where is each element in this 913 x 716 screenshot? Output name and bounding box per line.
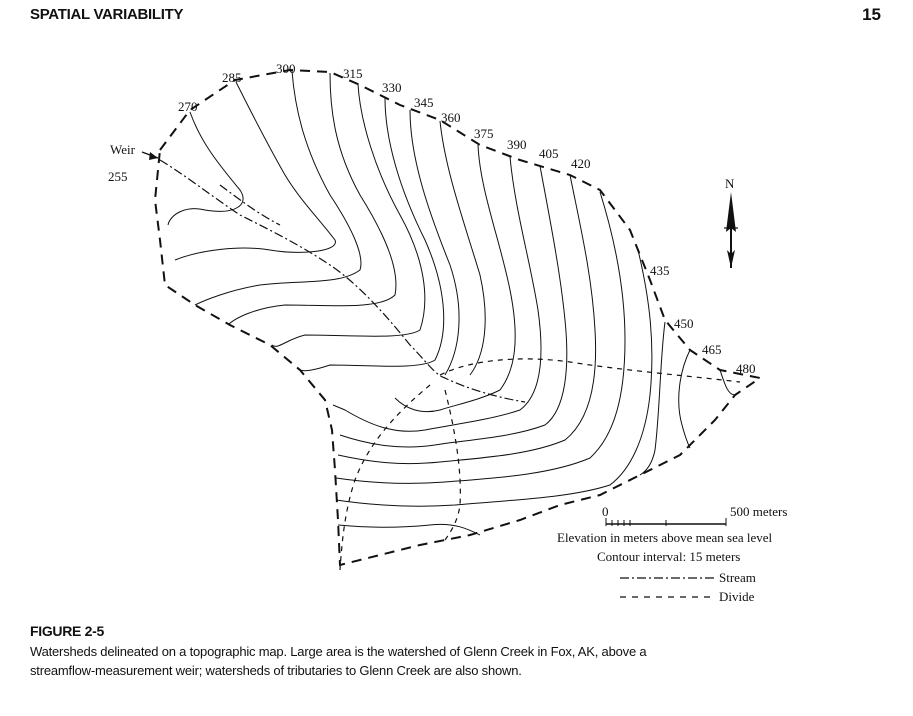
contour-label: 270 bbox=[178, 99, 198, 114]
north-label: N bbox=[725, 176, 735, 191]
contour-label: 330 bbox=[382, 80, 402, 95]
contour-line bbox=[335, 191, 626, 484]
weir-arrow-icon bbox=[141, 151, 159, 160]
section-title: SPATIAL VARIABILITY bbox=[30, 6, 184, 23]
contour-lines bbox=[167, 70, 736, 536]
contour-line bbox=[339, 165, 568, 448]
watershed-divide bbox=[153, 68, 763, 567]
contour-label: 360 bbox=[441, 110, 461, 125]
contour-line bbox=[409, 109, 460, 376]
tributary-divide-east bbox=[439, 358, 741, 383]
divide-legend-label: Divide bbox=[719, 589, 755, 604]
contour-label: 480 bbox=[736, 361, 756, 376]
contour-label: 375 bbox=[474, 126, 494, 141]
contour-line bbox=[332, 156, 542, 432]
contour-label: 300 bbox=[276, 61, 296, 76]
glenn-creek-stream bbox=[159, 159, 526, 403]
stream-legend-label: Stream bbox=[719, 570, 756, 585]
contour-label: 435 bbox=[650, 263, 670, 278]
contour-line bbox=[394, 144, 516, 413]
contour-label: 315 bbox=[343, 66, 363, 81]
contour-label: 345 bbox=[414, 95, 434, 110]
contour-line bbox=[227, 72, 397, 326]
contour-label: 420 bbox=[571, 156, 591, 171]
contour-label: 285 bbox=[222, 70, 242, 85]
contour-label: 465 bbox=[702, 342, 722, 357]
page-number: 15 bbox=[862, 5, 881, 24]
contour-line bbox=[335, 249, 653, 507]
contour-line bbox=[167, 111, 244, 226]
scale-bar bbox=[605, 518, 727, 526]
contour-line bbox=[719, 369, 736, 396]
contour-label: 405 bbox=[539, 146, 559, 161]
scale-start-label: 0 bbox=[602, 504, 609, 519]
contour-line bbox=[639, 321, 666, 476]
tributary-divide-middle bbox=[444, 389, 461, 541]
contour-label: 450 bbox=[674, 316, 694, 331]
north-arrow-icon bbox=[724, 192, 738, 268]
contour-line bbox=[678, 349, 691, 449]
tributary-stream-north bbox=[219, 184, 281, 226]
contour-label: 255 bbox=[108, 169, 128, 184]
figure-label: FIGURE 2-5 bbox=[30, 623, 105, 639]
contour-line bbox=[337, 174, 597, 465]
contour-line bbox=[271, 83, 426, 347]
contour-interval-note: Contour interval: 15 meters bbox=[597, 549, 741, 564]
elevation-note: Elevation in meters above mean sea level bbox=[557, 530, 773, 545]
contour-line bbox=[194, 70, 362, 306]
contour-line bbox=[439, 120, 486, 376]
contour-line bbox=[299, 97, 445, 372]
contour-label: 390 bbox=[507, 137, 527, 152]
figure-caption: Watersheds delineated on a topographic m… bbox=[30, 644, 647, 678]
weir-label: Weir bbox=[110, 142, 136, 157]
contour-line bbox=[174, 81, 336, 261]
contour-line bbox=[337, 523, 481, 536]
scale-end-label: 500 meters bbox=[730, 504, 787, 519]
tributary-divide-south bbox=[339, 384, 431, 571]
